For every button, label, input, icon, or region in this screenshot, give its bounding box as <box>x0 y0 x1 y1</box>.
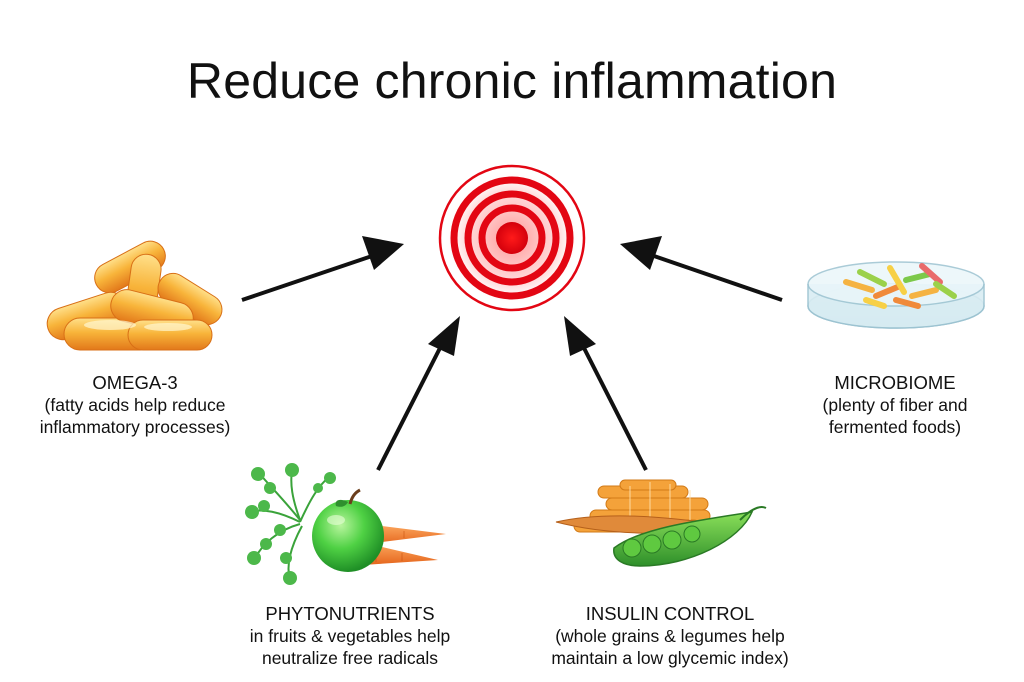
page-title: Reduce chronic inflammation <box>186 53 838 109</box>
apple-carrots-icon <box>245 463 446 585</box>
arrow-insulin <box>564 316 648 471</box>
label-microbiome: MICROBIOME (plenty of fiber and fermente… <box>770 372 1020 438</box>
microbiome-line-1: (plenty of fiber and <box>822 395 968 415</box>
phytonutrients-heading: PHYTONUTRIENTS <box>265 603 435 624</box>
insulin-control-line-1: (whole grains & legumes help <box>555 626 785 646</box>
inflammation-target-icon <box>438 164 586 312</box>
arrow-microbiome <box>620 236 783 302</box>
grains-legumes-icon <box>555 479 767 567</box>
microbiome-heading: MICROBIOME <box>834 372 956 393</box>
label-phytonutrients: PHYTONUTRIENTS in fruits & vegetables he… <box>215 603 485 669</box>
microbiome-line-2: fermented foods) <box>828 417 962 437</box>
arrow-phytonutrients <box>376 316 460 471</box>
insulin-control-heading: INSULIN CONTROL <box>585 603 755 624</box>
arrow-omega <box>241 236 404 302</box>
label-insulin-control: INSULIN CONTROL (whole grains & legumes … <box>525 603 815 669</box>
phytonutrients-line-1: in fruits & vegetables help <box>249 626 451 646</box>
petri-dish-icon <box>807 261 985 329</box>
omega-3-line-2: inflammatory processes) <box>39 417 231 437</box>
omega-3-line-1: (fatty acids help reduce <box>44 395 226 415</box>
omega-3-capsules-icon <box>46 240 223 351</box>
omega-3-heading: OMEGA-3 <box>92 372 178 393</box>
insulin-control-line-2: maintain a low glycemic index) <box>551 648 789 668</box>
label-omega-3: OMEGA-3 (fatty acids help reduce inflamm… <box>10 372 260 438</box>
phytonutrients-line-2: neutralize free radicals <box>261 648 439 668</box>
